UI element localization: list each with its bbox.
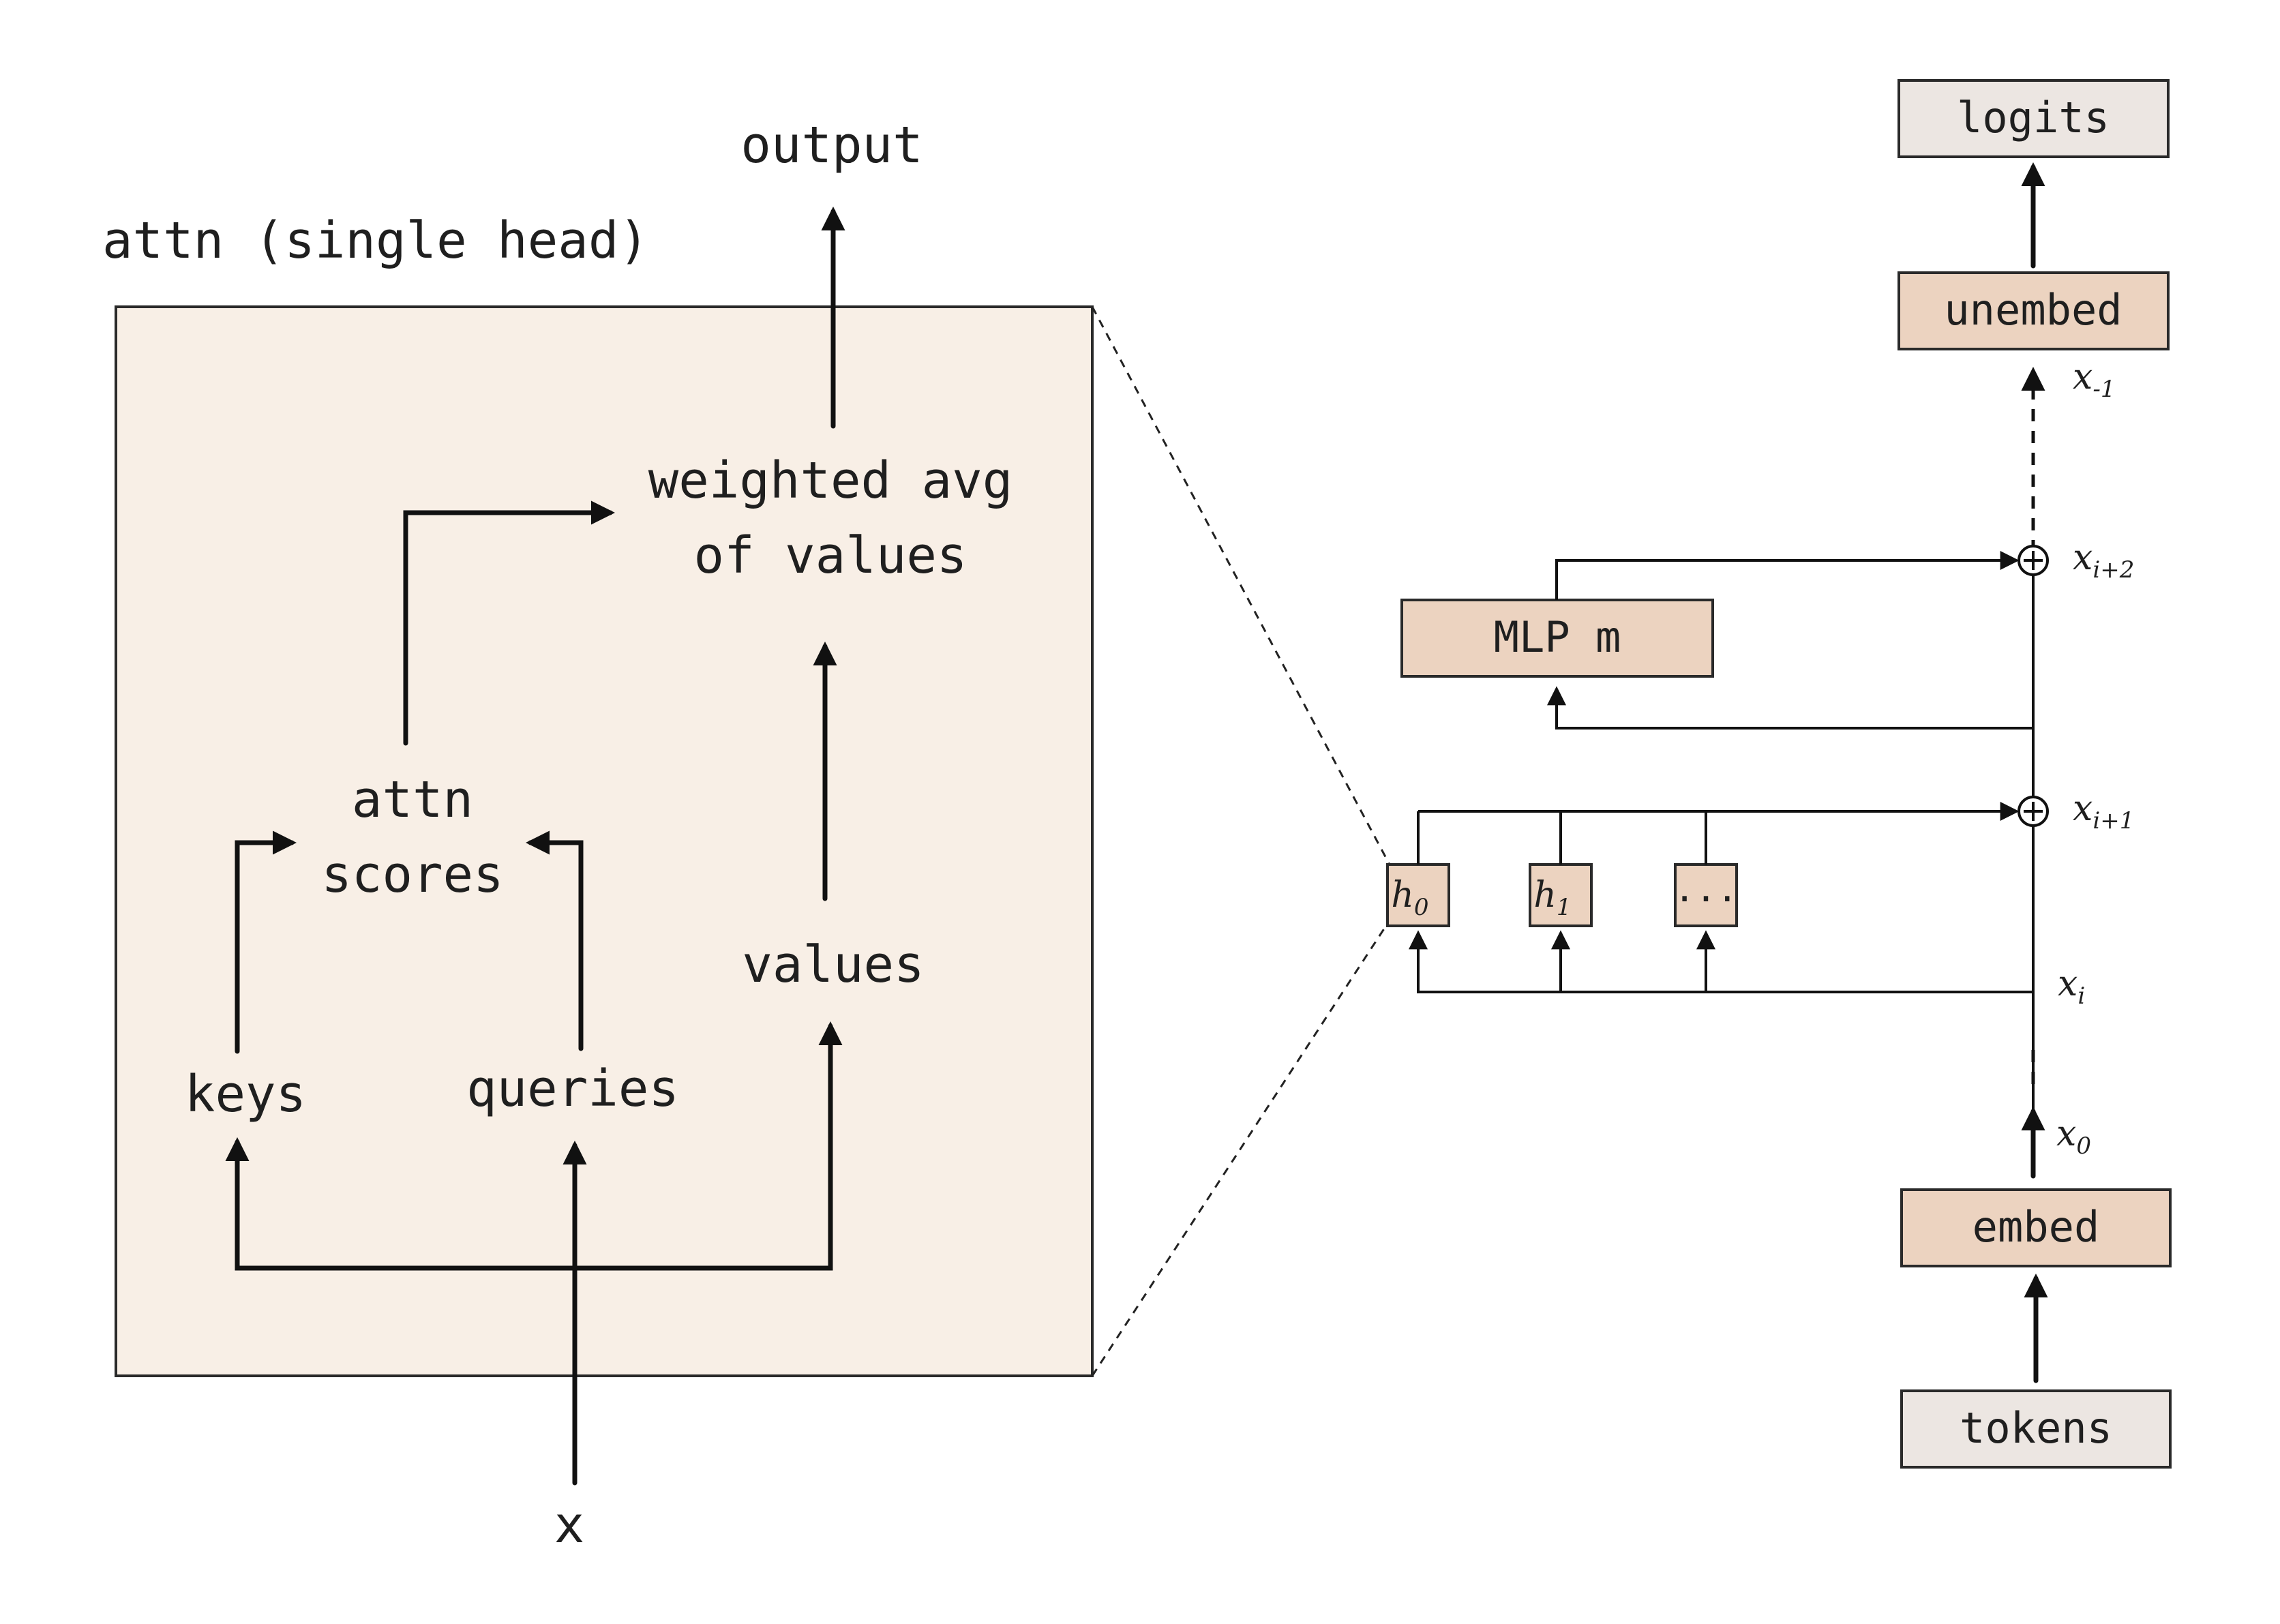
- keys-label: keys: [185, 1065, 306, 1124]
- mlp-to-add-arrow: [1555, 551, 2020, 600]
- head-more-label: ...: [1674, 869, 1738, 910]
- x-to-keys-arrow: [225, 1137, 578, 1271]
- head-0-box: [1386, 863, 1450, 927]
- scores-to-weighted-arrow: [403, 500, 615, 746]
- head-1-box: [1529, 863, 1593, 927]
- unembed-label: unembed: [1944, 285, 2122, 335]
- residual-label-x-minus-1: x-1: [2073, 357, 2115, 403]
- x-to-values-arrow: [572, 1021, 843, 1271]
- residual-label-x-i-plus-2: xi+2: [2073, 537, 2134, 584]
- values-label: values: [742, 935, 924, 994]
- mlp-box: [1400, 599, 1714, 678]
- keys-to-scores-arrow: [235, 830, 297, 1054]
- x-input-label: x: [554, 1496, 585, 1554]
- logits-box: [1897, 79, 2170, 158]
- mlp-label: MLP m: [1494, 612, 1621, 662]
- add-node-attn: [2017, 796, 2049, 827]
- residual-label-x-i: xi: [2058, 963, 2085, 1010]
- output-label: output: [740, 116, 922, 175]
- unembed-box: [1897, 271, 2170, 350]
- weighted-avg-label-line2: of values: [694, 526, 967, 585]
- head-more-box: [1674, 863, 1738, 927]
- attn-scores-label-line2: scores: [321, 845, 503, 904]
- attn-scores-label-line1: attn: [352, 770, 473, 829]
- tokens-box: [1900, 1389, 2172, 1469]
- add-node-mlp: [2017, 545, 2049, 576]
- residual-to-heads-bus: [1409, 930, 2033, 993]
- residual-to-mlp-arrow: [1547, 686, 2033, 730]
- tokens-label: tokens: [1960, 1403, 2112, 1453]
- logits-label: logits: [1957, 93, 2110, 142]
- queries-label: queries: [466, 1059, 679, 1118]
- residual-label-x-i-plus-1: xi+1: [2073, 788, 2134, 834]
- weighted-avg-label-line1: weighted avg: [648, 451, 1013, 510]
- zoom-guide-top: [1091, 306, 1391, 865]
- head-1-label: h1: [1533, 875, 1571, 921]
- embed-box: [1900, 1188, 2172, 1267]
- embed-label: embed: [1972, 1202, 2100, 1252]
- queries-to-scores-arrow: [526, 830, 584, 1051]
- zoom-guide-bottom: [1091, 920, 1391, 1377]
- head-0-label: h0: [1391, 875, 1428, 921]
- attn-title: attn (single head): [102, 211, 649, 270]
- residual-label-x-0: x0: [2056, 1113, 2091, 1160]
